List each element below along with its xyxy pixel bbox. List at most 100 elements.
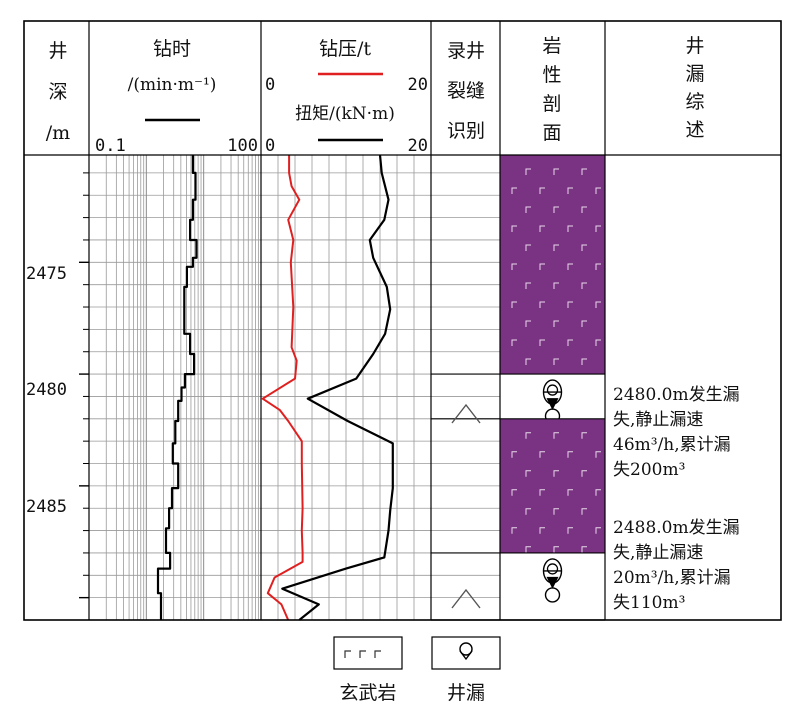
header-fracture: 录井 裂缝 识别 [447,40,485,142]
basalt-glyph [511,339,517,346]
summary-line: 2480.0m发生漏 [613,385,740,405]
basalt-glyph [525,320,531,327]
basalt-pattern-icon [333,636,403,670]
basalt-glyph [581,244,587,251]
header-fracture-line1: 录井 [447,40,485,62]
lost-circulation-mark [544,587,561,603]
fracture-mark [451,403,481,424]
lithology-lost-circulation [500,374,605,419]
basalt-glyph [595,339,601,346]
basalt-glyph [539,451,545,458]
basalt-glyph [567,451,573,458]
header-depth-line2: 深 [48,81,67,103]
basalt-glyph [525,546,531,553]
basalt-glyph [539,489,545,496]
basalt-glyph [553,358,559,365]
header-lithology: 岩 性 剖 面 [542,35,561,144]
torque-scale-max: 20 [408,136,428,156]
header-summary-line4: 述 [685,119,704,141]
wob-scale-max: 20 [408,75,428,95]
basalt-glyph [567,489,573,496]
basalt-glyph [539,339,545,346]
header-drilltime: 钻时 /(min·m⁻¹) 0.1 100 [95,38,258,156]
basalt-glyph [553,206,559,213]
summary-2: 2488.0m发生漏 失,静止漏速 20m³/h,累计漏 失110m³ [613,518,740,613]
lithology-column [500,155,605,620]
legend: 玄武岩 井漏 [333,636,501,704]
header-depth: 井 深 /m [46,40,70,144]
drilltime-unit: /(min·m⁻¹) [128,75,217,95]
series-drilltime-line [156,155,198,620]
basalt-glyph [581,282,587,289]
summary-line: 失110m³ [613,593,685,613]
basalt-glyph [581,206,587,213]
basalt-glyph [525,206,531,213]
wob-scale-min: 0 [265,75,275,95]
outer-border [23,20,782,621]
header-fracture-line3: 识别 [447,120,485,142]
basalt-glyphs [344,650,381,658]
depth-tick-label: 2485 [26,497,67,517]
basalt-glyph [539,187,545,194]
lost-circulation-glyph-tail [459,650,473,661]
basalt-glyph [511,301,517,308]
basalt-glyph [595,451,601,458]
basalt-glyph [511,489,517,496]
basalt-glyph [525,244,531,251]
basalt-glyph [511,451,517,458]
summary-line: 46m³/h,累计漏 [613,435,731,455]
lost-circulation-mark [546,563,559,575]
basalt-glyph [581,470,587,477]
depth-axis: 2475 2480 2485 [26,264,67,517]
legend-label-basalt: 玄武岩 [339,682,396,704]
basalt-glyph [511,187,517,194]
lost-circulation-glyph [459,642,473,656]
drilltime-title: 钻时 [153,38,191,60]
header-lithology-line2: 性 [542,64,561,86]
basalt-glyph [567,263,573,270]
basalt-glyph [581,508,587,515]
basalt-glyph [539,301,545,308]
header-summary-line3: 综 [685,91,704,113]
basalt-glyph [553,244,559,251]
header-fracture-line2: 裂缝 [447,80,485,102]
header-depth-line1: 井 [48,40,67,62]
basalt-glyph [525,282,531,289]
drilltime-scale-min: 0.1 [95,136,126,156]
series-torque-line [281,154,394,621]
basalt-glyph [539,527,545,534]
lost-circulation-symbol-icon [431,636,501,670]
basalt-glyph [553,508,559,515]
curve-layer [156,154,394,621]
basalt-glyph [595,225,601,232]
legend-label-lost-circulation: 井漏 [447,682,485,704]
header-summary: 井 漏 综 述 [685,35,704,141]
summary-line: 失,静止漏速 [613,410,703,430]
lost-circulation-mark [546,398,559,411]
basalt-glyph [511,225,517,232]
basalt-glyph [511,527,517,534]
basalt-glyph [553,432,559,439]
summary-line: 20m³/h,累计漏 [613,568,731,588]
lithology-basalt [500,155,605,375]
header-lithology-line1: 岩 [542,35,561,57]
header-wob-torque: 钻压/t 0 20 扭矩/(kN·m) 0 20 [265,38,428,156]
summary-line: 2488.0m发生漏 [613,518,740,538]
basalt-glyph [581,432,587,439]
torque-title: 扭矩/(kN·m) [295,104,395,124]
basalt-glyph [525,432,531,439]
basalt-glyph [581,168,587,175]
basalt-glyph [595,527,601,534]
depth-tick-label: 2475 [26,264,67,284]
fracture-marks [451,403,481,609]
lithology-basalt [500,418,605,553]
depth-tick-label: 2480 [26,380,67,400]
basalt-glyph [595,489,601,496]
lost-circulation-mark [546,384,559,396]
header-lithology-line4: 面 [542,122,561,144]
basalt-glyph [553,470,559,477]
header-summary-line1: 井 [685,35,704,57]
basalt-glyph [539,225,545,232]
series-wob-line [261,155,304,621]
